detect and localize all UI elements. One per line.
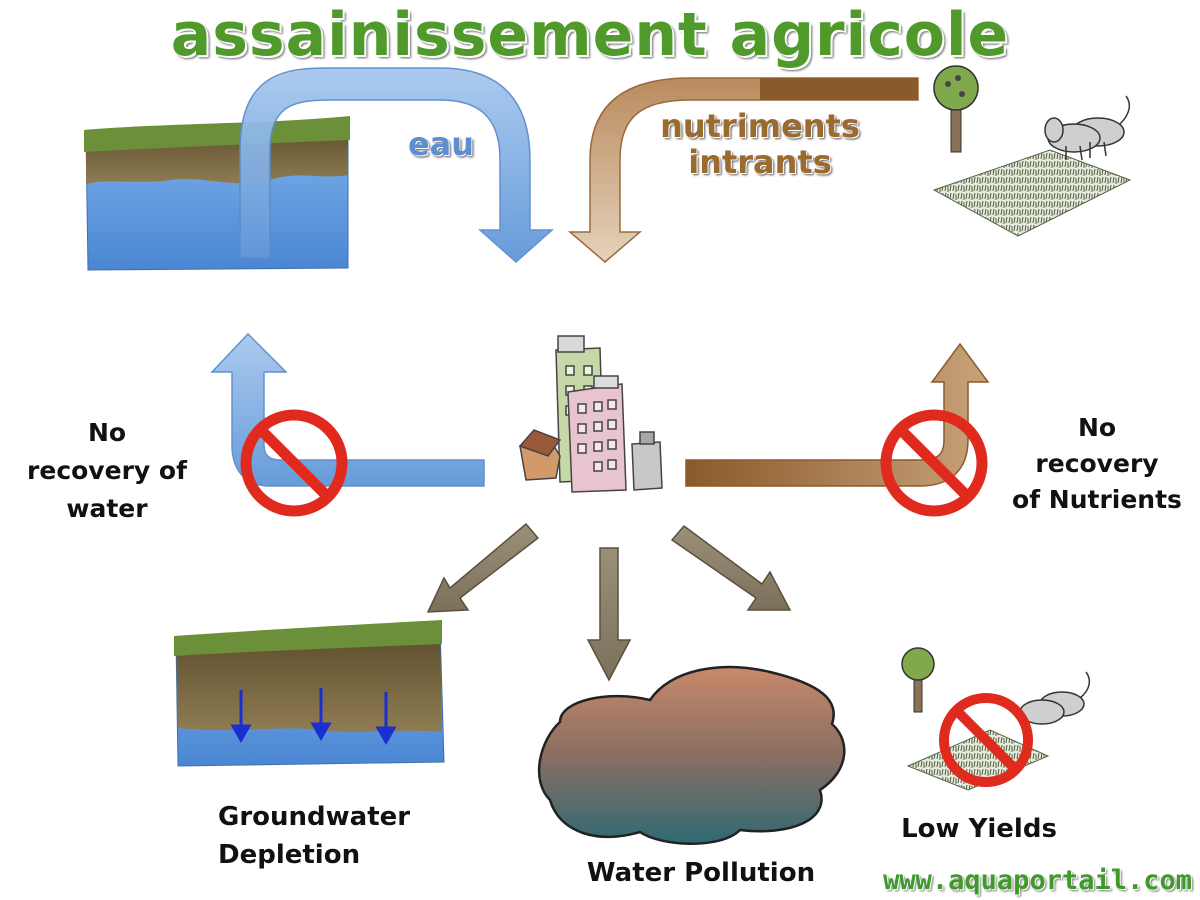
prohibited-sign-icon	[939, 693, 1033, 787]
farm-field-bottom	[901, 647, 1091, 791]
groundwater-depletion-line1: Groundwater	[218, 802, 411, 832]
watermark-url: www.aquaportail.com	[883, 865, 1192, 896]
water-flow-label: eau	[396, 126, 486, 162]
water-input-arrow	[239, 67, 554, 264]
aquifer-block-top	[84, 116, 350, 271]
no-nutrient-recovery-line1: No	[1077, 413, 1117, 442]
nutrient-input-arrow	[567, 77, 919, 263]
no-water-recovery-label: No recovery of water	[12, 414, 202, 528]
nutrient-flow-label: nutriments intrants	[630, 108, 890, 180]
water-flow-text: eau	[407, 125, 475, 163]
low-yields-label: Low Yields	[901, 814, 1057, 844]
water-pollution-label: Water Pollution	[586, 858, 816, 888]
no-water-recovery-line3: water	[66, 494, 148, 523]
outcome-arrow	[426, 522, 540, 613]
outcome-arrow	[670, 524, 792, 611]
groundwater-depletion-label: Groundwater Depletion	[218, 798, 448, 874]
page-title: assainissement agricole	[170, 0, 1010, 70]
aquifer-block-depleted	[174, 620, 445, 767]
no-water-recovery-line1: No	[87, 418, 127, 447]
tree-icon	[933, 65, 979, 153]
nutrient-flow-line2: intrants	[688, 143, 832, 181]
no-nutrient-recovery-line2: recovery	[1035, 449, 1159, 478]
nutrient-flow-line1: nutriments	[660, 107, 860, 145]
cows-icon	[1019, 671, 1091, 725]
prohibited-sign-icon	[880, 409, 988, 517]
polluted-pond-icon	[537, 665, 846, 845]
prohibited-sign-icon	[240, 409, 348, 517]
no-water-recovery-line2: recovery of	[27, 456, 187, 485]
water-return-arrow	[210, 332, 485, 487]
groundwater-depletion-line2: Depletion	[218, 840, 361, 870]
cows-icon	[1044, 95, 1131, 161]
city-buildings-icon	[518, 335, 663, 493]
no-nutrient-recovery-line3: of Nutrients	[1012, 485, 1182, 514]
no-nutrient-recovery-label: No recovery of Nutrients	[1002, 410, 1192, 518]
outcome-arrow	[586, 547, 632, 682]
tree-icon	[901, 647, 935, 713]
farm-field-top	[932, 65, 1132, 237]
